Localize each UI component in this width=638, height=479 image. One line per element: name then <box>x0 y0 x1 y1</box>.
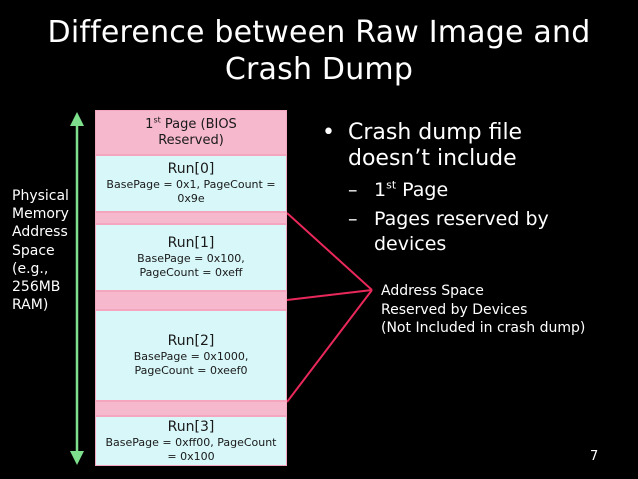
bios-reserved-block: 1st Page (BIOS Reserved) <box>95 110 287 155</box>
side-label-line: Physical <box>12 188 69 204</box>
sub-bullet-reserved-pages: – Pages reserved by devices <box>318 207 628 257</box>
device-reserved-gap-2 <box>95 291 287 310</box>
sub-bullet-superscript: st <box>386 178 397 192</box>
bios-text: 1 <box>145 116 154 132</box>
run-2-block: Run[2] BasePage = 0x1000, PageCount = 0x… <box>95 310 287 401</box>
slide-title: Difference between Raw Image and Crash D… <box>0 14 638 88</box>
page-number: 7 <box>590 449 599 464</box>
device-reserved-gap-1 <box>95 212 287 224</box>
sub-bullet-text: 1 <box>374 179 387 201</box>
bullet-list: • Crash dump file doesn’t include – 1st … <box>318 120 628 257</box>
physical-memory-label: Physical Memory Address Space (e.g., 256… <box>12 187 82 314</box>
run-name: Run[0] <box>167 161 215 177</box>
bullet-text: doesn’t include <box>348 146 517 171</box>
run-detail: BasePage = 0x1, PageCount = 0x9e <box>106 178 276 205</box>
bullet-dot-icon: • <box>322 120 335 145</box>
sub-bullet-text: Pages reserved by <box>374 208 549 230</box>
run-detail: BasePage = 0xff00, PageCount = 0x100 <box>105 435 277 463</box>
annotation-line: Reserved by Devices <box>381 301 528 318</box>
side-label-line: Memory <box>12 206 69 223</box>
bullet-text: Crash dump file <box>348 120 523 145</box>
bios-superscript: st <box>153 115 161 125</box>
address-space-arrow <box>70 112 84 465</box>
run-detail: BasePage = 0x1000, PageCount = 0xeef0 <box>133 350 249 377</box>
side-label-line: RAM) <box>12 297 49 314</box>
title-line-2: Crash Dump <box>224 52 414 87</box>
title-line-1: Difference between Raw Image and <box>47 15 591 50</box>
side-label-line: Space <box>12 242 55 259</box>
side-label-line: (e.g., <box>12 260 49 277</box>
run-name: Run[3] <box>167 418 215 435</box>
run-1-block: Run[1] BasePage = 0x100, PageCount = 0xe… <box>95 224 287 291</box>
dash-icon: – <box>348 179 358 201</box>
run-detail: BasePage = 0x100, PageCount = 0xeff <box>137 252 245 279</box>
callout-lines <box>286 212 373 403</box>
side-label-line: Address <box>12 224 68 241</box>
dash-icon: – <box>348 208 358 230</box>
run-0-block: Run[0] BasePage = 0x1, PageCount = 0x9e <box>95 155 287 212</box>
side-label-line: 256MB <box>12 279 61 296</box>
run-name: Run[1] <box>167 235 215 251</box>
reserved-devices-annotation: Address Space Reserved by Devices (Not I… <box>381 282 631 338</box>
sub-bullet-text: devices <box>374 233 447 255</box>
bullet-item: • Crash dump file doesn’t include <box>318 120 628 172</box>
annotation-line: (Not Included in crash dump) <box>381 320 586 336</box>
bios-block-line-1: 1st Page (BIOS <box>145 115 237 133</box>
bios-text: Page (BIOS <box>160 116 237 132</box>
annotation-line: Address Space <box>381 283 484 299</box>
sub-bullet-first-page: – 1st Page <box>318 178 628 203</box>
bios-block-line-2: Reserved) <box>158 132 224 148</box>
run-3-block: Run[3] BasePage = 0xff00, PageCount = 0x… <box>95 416 287 466</box>
device-reserved-gap-3 <box>95 401 287 416</box>
sub-bullet-text: Page <box>396 179 449 201</box>
run-name: Run[2] <box>167 333 215 349</box>
